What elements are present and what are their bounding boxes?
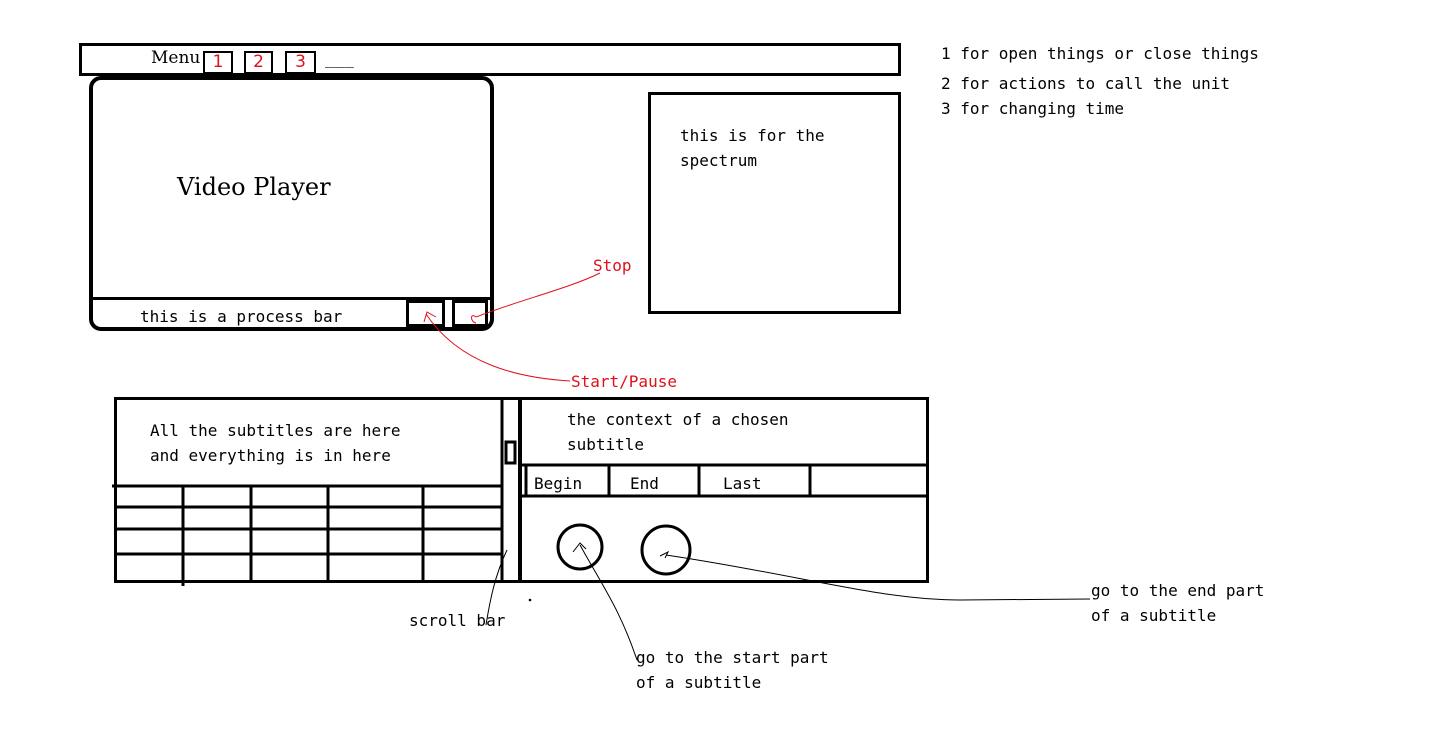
start-pause-button[interactable]: [406, 300, 445, 327]
process-bar-divider: [93, 297, 490, 300]
menu-extra: ___: [325, 49, 354, 68]
scroll-bar-thumb[interactable]: [504, 440, 517, 465]
spectrum-text-1: this is for the: [680, 126, 825, 145]
go-start-annotation-1: go to the start part: [636, 648, 829, 667]
start-pause-annotation: Start/Pause: [571, 372, 677, 391]
arrow-icon: [659, 550, 670, 559]
go-start-annotation-2: of a subtitle: [636, 673, 762, 692]
process-bar[interactable]: this is a process bar: [140, 307, 343, 326]
scroll-bar-annotation: scroll bar: [409, 611, 506, 630]
stop-leader: [475, 272, 601, 318]
go-end-annotation-1: go to the end part: [1091, 581, 1265, 600]
start-pause-leader: [425, 313, 571, 382]
menu-button-2[interactable]: 2: [244, 51, 273, 74]
go-start-leader: [579, 544, 638, 661]
column-last[interactable]: Last: [723, 474, 762, 493]
legend-line-3: 3 for changing time: [941, 99, 1125, 118]
start-pause-arrow-icon: [423, 311, 437, 323]
context-text-2: subtitle: [567, 435, 645, 454]
go-end-leader: [665, 554, 1091, 601]
spectrum-panel: this is for the spectrum: [648, 92, 901, 314]
go-to-start-button[interactable]: [556, 523, 604, 571]
video-player[interactable]: Video Player this is a process bar: [89, 76, 494, 331]
legend-line-2: 2 for actions to call the unit: [941, 74, 1230, 93]
go-end-annotation-2: of a subtitle: [1091, 606, 1217, 625]
context-columns: [520, 463, 929, 498]
subtitles-table: [112, 484, 502, 586]
menu-button-1[interactable]: 1: [203, 51, 233, 74]
column-begin[interactable]: Begin: [534, 474, 583, 493]
scroll-bar-leader: [485, 549, 508, 626]
dot-mark: [528, 598, 532, 602]
menu-button-3[interactable]: 3: [285, 51, 316, 74]
subtitles-list-text-1: All the subtitles are here: [150, 421, 401, 440]
stop-annotation: Stop: [593, 256, 632, 275]
context-text-1: the context of a chosen: [567, 410, 789, 429]
video-title: Video Player: [177, 173, 331, 201]
arrow-icon: [572, 542, 587, 553]
spectrum-text-2: spectrum: [680, 151, 758, 170]
legend-line-1: 1 for open things or close things: [941, 44, 1259, 63]
go-to-end-button[interactable]: [640, 524, 692, 576]
subtitles-list-text-2: and everything is in here: [150, 446, 391, 465]
stop-arrow-icon: [471, 315, 477, 324]
column-end[interactable]: End: [630, 474, 659, 493]
menu-label[interactable]: Menu: [151, 48, 201, 68]
menu-bar: Menu 1 2 3 ___: [79, 43, 901, 76]
